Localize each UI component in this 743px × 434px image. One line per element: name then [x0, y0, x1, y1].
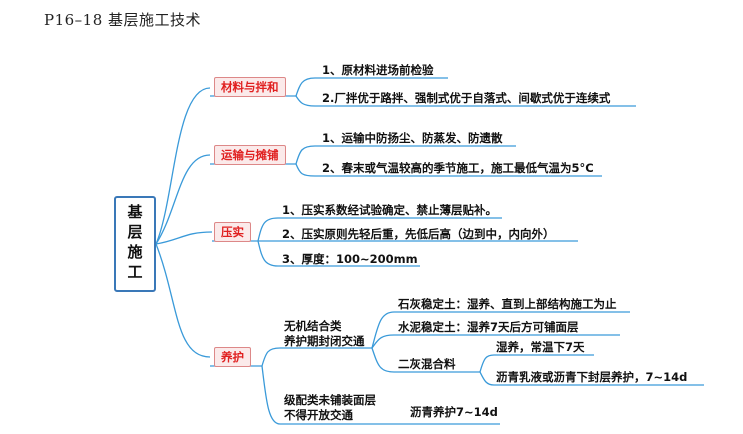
link-b2-leaf1 — [295, 145, 516, 165]
link-root-b4 — [155, 243, 211, 358]
page-title: P16–18 基层施工技术 — [44, 11, 202, 29]
curing-inorganic: 无机结合类 养护期封闭交通 — [284, 319, 365, 349]
link-b4-graded — [261, 365, 400, 425]
curing-graded: 级配类未铺装面层 不得开放交通 — [284, 393, 376, 423]
branch-curing: 养护 — [214, 347, 251, 367]
leaf-transport-1: 1、运输中防扬尘、防蒸发、防遗散 — [322, 131, 503, 145]
curing-lime-soil: 石灰稳定土：湿养、直到上部结构施工为止 — [398, 297, 617, 311]
link-inorg-twoash — [371, 347, 480, 373]
link-twoash-2 — [479, 371, 704, 386]
curing-cement-soil: 水泥稳定土：湿养7天后方可铺面层 — [398, 320, 579, 334]
link-root-b3 — [155, 231, 213, 245]
leaf-compaction-3: 3、厚度：100~200mm — [282, 252, 418, 266]
branch-compaction: 压实 — [214, 222, 251, 242]
curing-two-ash: 二灰混合料 — [398, 357, 456, 371]
branch-materials-mixing: 材料与拌和 — [214, 77, 286, 97]
link-inorg-lime — [371, 311, 630, 349]
link-b3-leaf1 — [257, 217, 502, 242]
root-node: 基层施工 — [114, 196, 156, 292]
root-label: 基层施工 — [125, 204, 144, 284]
curing-graded-line1: 级配类未铺装面层 — [284, 393, 376, 407]
curing-two-ash-1: 湿养，常温下7天 — [496, 340, 585, 354]
curing-two-ash-2: 沥青乳液或沥青下封层养护，7~14d — [496, 370, 688, 384]
link-b1-leaf2 — [295, 95, 636, 107]
leaf-transport-2: 2、春末或气温较高的季节施工，施工最低气温为5°C — [322, 161, 594, 175]
curing-inorganic-line2: 养护期封闭交通 — [284, 334, 365, 348]
link-b4-inorganic — [261, 347, 372, 367]
curing-asphalt: 沥青养护7~14d — [410, 405, 498, 419]
curing-inorganic-line1: 无机结合类 — [284, 319, 342, 333]
leaf-compaction-1: 1、压实系数经试验确定、禁止薄层贴补。 — [282, 203, 497, 217]
link-root-b1 — [155, 87, 211, 245]
branch-transport-paving: 运输与摊铺 — [214, 145, 286, 165]
link-root-b2 — [155, 154, 211, 245]
link-inorg-cement — [371, 334, 620, 349]
link-b1-leaf1 — [295, 77, 448, 97]
leaf-materials-1: 1、原材料进场前检验 — [322, 63, 434, 77]
link-b3-leaf3 — [257, 240, 420, 267]
leaf-compaction-2: 2、压实原则先轻后重，先低后高（边到中，内向外） — [282, 227, 555, 241]
link-twoash-1 — [479, 354, 594, 373]
curing-graded-line2: 不得开放交通 — [284, 408, 353, 422]
link-b2-leaf2 — [295, 163, 602, 177]
leaf-materials-2: 2.厂拌优于路拌、强制式优于自落式、间歇式优于连续式 — [322, 91, 611, 105]
